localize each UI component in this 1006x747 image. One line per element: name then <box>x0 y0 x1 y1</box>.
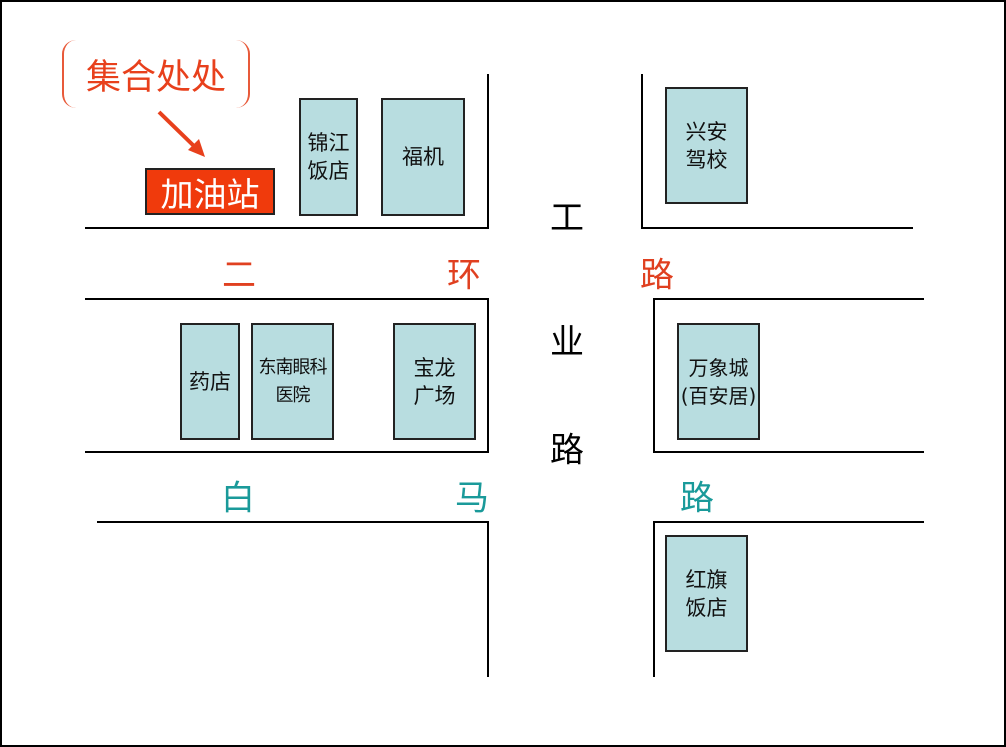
building-pharmacy: 药店 <box>180 323 240 440</box>
road-label-baima: 白 <box>221 478 255 519</box>
building-wanxiang-city: 万象城 (百安居) <box>677 323 760 440</box>
road-edge <box>85 227 489 229</box>
road-edge <box>85 451 489 453</box>
road-edge <box>653 521 924 523</box>
road-edge <box>487 298 489 453</box>
road-edge <box>85 298 489 300</box>
road-edge <box>653 298 655 453</box>
building-jinjiang-hotel: 锦江 饭店 <box>299 98 358 216</box>
road-edge <box>641 74 643 229</box>
building-baolong-plaza: 宝龙 广场 <box>393 323 476 440</box>
road-edge <box>653 298 924 300</box>
building-gas-station: 加油站 <box>145 168 275 215</box>
road-label-erhuan: 环 <box>447 255 481 296</box>
building-dongnan-eye-hospital: 东南眼科 医院 <box>251 323 334 440</box>
road-edge <box>487 74 489 229</box>
road-label-erhuan: 路 <box>640 255 674 296</box>
building-hongqi-hotel: 红旗 饭店 <box>665 535 748 652</box>
road-label-baima: 马 <box>455 478 489 519</box>
building-xingan-driving-school: 兴安 驾校 <box>665 87 748 204</box>
road-edge <box>97 521 489 523</box>
road-label-gongye: 工 <box>550 198 584 239</box>
road-edge <box>653 451 924 453</box>
building-fuji: 福机 <box>381 98 465 216</box>
road-edge <box>487 521 489 677</box>
road-label-gongye: 路 <box>550 430 584 471</box>
road-edge <box>653 521 655 677</box>
road-label-baima: 路 <box>680 478 714 519</box>
road-edge <box>641 227 913 229</box>
road-label-erhuan: 二 <box>222 255 256 296</box>
road-label-gongye: 业 <box>550 322 584 363</box>
meeting-point-callout: 集合处处 <box>62 40 250 108</box>
